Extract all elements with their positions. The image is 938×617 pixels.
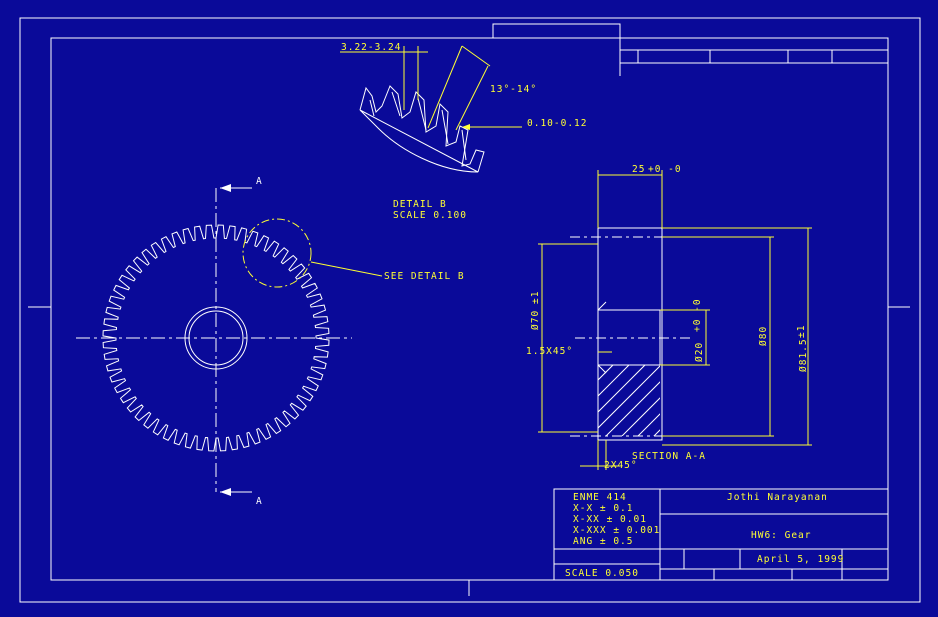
hub-dim: Ø20 xyxy=(694,342,705,362)
detail-gap-dim: 0.10-0.12 xyxy=(527,118,587,129)
gear-front-view: A A SEE DETAIL B xyxy=(76,176,465,507)
chamfer2-dim: 2X45° xyxy=(604,460,638,471)
detail-scale: SCALE 0.100 xyxy=(393,210,467,221)
see-detail-label: SEE DETAIL B xyxy=(384,271,465,282)
bore-tol: ±1 xyxy=(530,291,541,304)
gear-teeth-outline xyxy=(102,224,330,452)
section-label: SECTION A-A xyxy=(632,451,706,462)
title-block: ENME 414 X-X ± 0.1 X-XX ± 0.01 X-XXX ± 0… xyxy=(553,488,889,581)
author-name: Jothi Narayanan xyxy=(727,492,828,503)
chamfer-dim: 1.5X45° xyxy=(526,346,573,357)
section-mark-top: A xyxy=(256,176,262,187)
drawing-scale: SCALE 0.050 xyxy=(565,568,639,579)
outer-tol: ±1 xyxy=(796,325,807,338)
tolerance-1: X-X ± 0.1 xyxy=(573,503,633,514)
tolerance-3: X-XXX ± 0.001 xyxy=(573,525,660,536)
detail-teeth xyxy=(359,85,485,173)
outer-dim: Ø81.5 xyxy=(798,338,809,372)
section-outline xyxy=(597,227,663,441)
width-tol: +0 -0 xyxy=(648,164,682,175)
detail-b-view: 3.22-3.24 13°-14° 0.10-0.12 DETAIL B SCA… xyxy=(340,42,587,221)
tolerance-4: ANG ± 0.5 xyxy=(573,536,633,547)
course-label: ENME 414 xyxy=(573,492,627,503)
detail-pitch-dim: 3.22-3.24 xyxy=(341,42,401,53)
detail-title: DETAIL B xyxy=(393,199,447,210)
revision-block xyxy=(492,23,888,76)
width-dim: 25 xyxy=(632,164,645,175)
sheet-border xyxy=(19,17,921,603)
assignment-title: HW6: Gear xyxy=(751,530,811,541)
detail-circle xyxy=(242,218,312,288)
pitch-dim: Ø80 xyxy=(758,326,769,346)
bore-dim: Ø70 xyxy=(530,310,541,330)
tolerance-2: X-XX ± 0.01 xyxy=(573,514,647,525)
drawing-date: April 5, 1999 xyxy=(757,554,844,565)
detail-angle-dim: 13°-14° xyxy=(490,84,537,95)
section-mark-bottom: A xyxy=(256,496,262,507)
section-a-a-view: 25 +0 -0 Ø70 ±1 1.5X45° Ø20 +0 -0 Ø80 Ø8… xyxy=(526,164,812,471)
hub-tol: +0 -0 xyxy=(692,298,703,332)
